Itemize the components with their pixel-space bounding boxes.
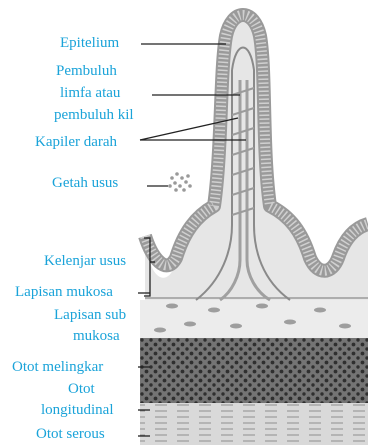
label-kelenjar-usus: Kelenjar usus [44,252,126,271]
label-otot-melingkar: Otot melingkar [12,358,103,377]
label-pembuluh-limfa-line1: Pembuluh [56,62,117,81]
label-pembuluh-limfa-line2: limfa atau [60,84,120,103]
label-lapisan-mukosa: Lapisan mukosa [15,283,113,302]
label-otot-serous: Otot serous [36,425,105,444]
label-pembuluh-limfa-line3: pembuluh kil [54,106,134,125]
label-kapiler-darah: Kapiler darah [35,133,117,152]
label-otot-longitudinal-line2: longitudinal [41,401,114,420]
label-getah-usus: Getah usus [52,174,118,193]
label-epitelium: Epitelium [60,34,119,53]
label-otot-longitudinal-line1: Otot [68,380,95,399]
label-lapisan-sub-mukosa-line1: Lapisan sub [54,306,126,325]
label-lapisan-sub-mukosa-line2: mukosa [73,327,120,346]
